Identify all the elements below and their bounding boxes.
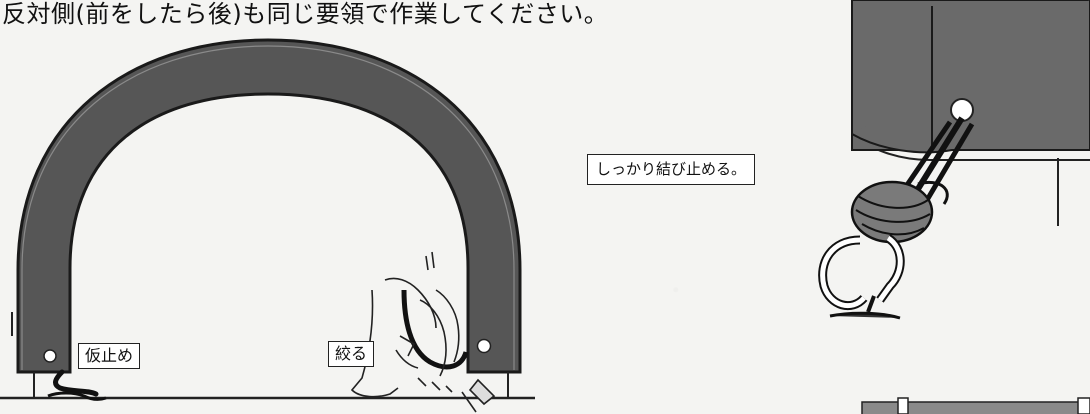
right-grommet-icon	[476, 338, 492, 354]
left-rope-knot-icon	[47, 369, 107, 401]
label-tighten: 絞る	[328, 341, 375, 367]
instruction-header: 反対側(前をしたら後)も同じ要領で作業してください。	[2, 0, 609, 28]
label-tie-firmly: しっかり結び止める。	[587, 154, 756, 185]
gripping-hand-icon	[350, 251, 496, 413]
knot-detail	[850, 0, 1090, 244]
ground-hook-loop-icon	[818, 234, 905, 320]
label-temporary-fix: 仮止め	[78, 343, 141, 369]
left-grommet-icon	[43, 349, 57, 363]
next-panel-fragment	[861, 397, 1090, 414]
arch-frame	[16, 38, 522, 374]
